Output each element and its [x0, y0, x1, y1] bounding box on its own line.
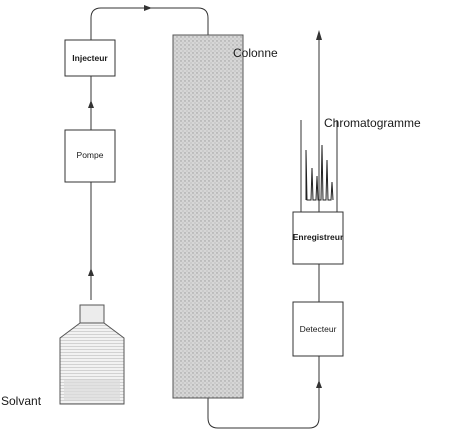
- pompe-label: Pompe: [77, 150, 104, 160]
- arrow-chromatogram: [316, 30, 322, 40]
- injecteur-box: Injecteur: [64, 39, 116, 77]
- solvent-bottle: [59, 304, 125, 405]
- arrow-to-column: [144, 5, 152, 11]
- pompe-box: Pompe: [64, 129, 116, 183]
- enregistreur-box: Enregistreur: [292, 211, 344, 265]
- column-to-detector-line: [207, 356, 320, 429]
- arrow-to-detector: [316, 380, 322, 388]
- detecteur-label: Detecteur: [300, 324, 337, 334]
- chromatogram-trace: [300, 120, 338, 212]
- colonne-label: Colonne: [233, 46, 278, 60]
- arrow-to-injector: [88, 100, 94, 108]
- chromatogramme-label: Chromatogramme: [324, 116, 421, 130]
- injecteur-label: Injecteur: [72, 53, 108, 63]
- solvant-label: Solvant: [1, 394, 42, 408]
- column: [172, 34, 244, 399]
- detecteur-box: Detecteur: [292, 301, 344, 357]
- enregistreur-label: Enregistreur: [293, 232, 344, 242]
- arrow-to-pump: [88, 268, 94, 276]
